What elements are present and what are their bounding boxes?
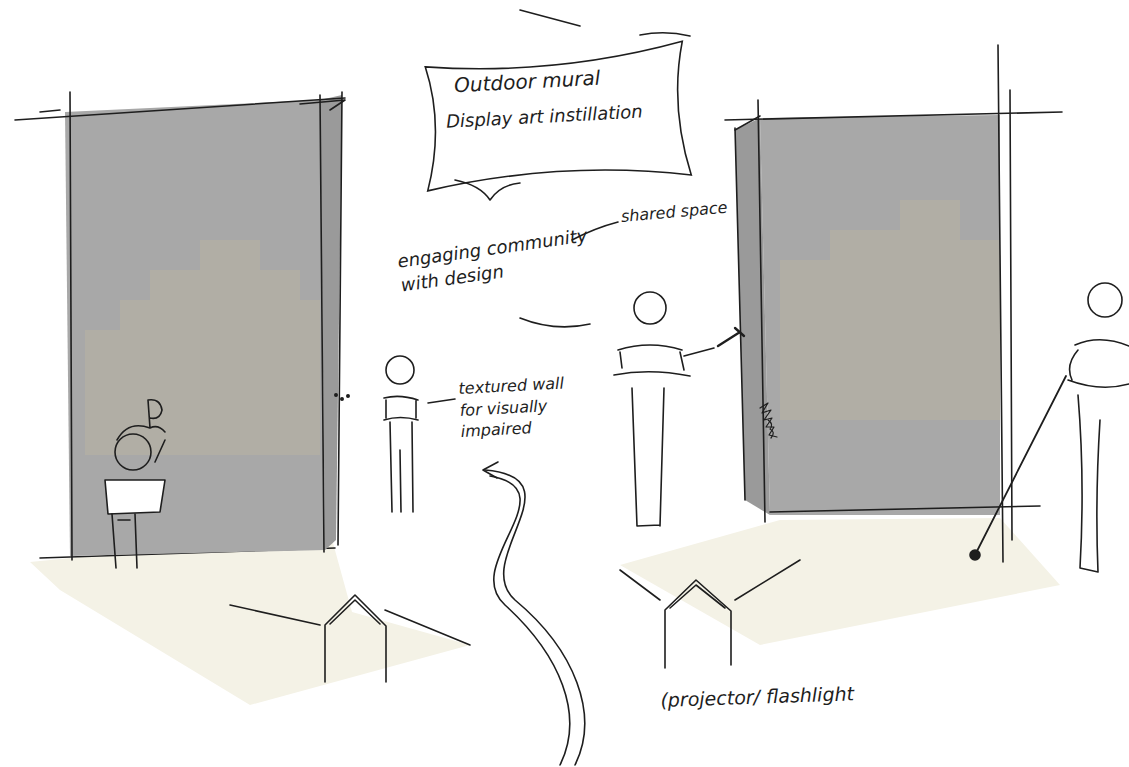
wall-edge: [735, 116, 760, 130]
walking-path: [485, 470, 585, 765]
cane-tip: [970, 550, 980, 560]
ground-line: [620, 570, 660, 600]
wall-edge: [40, 110, 60, 112]
tactile-texture: [760, 403, 777, 437]
person-body: [614, 345, 690, 376]
person-head: [386, 356, 414, 384]
person-body: [1068, 340, 1129, 387]
person-arm: [684, 348, 714, 356]
wall-shade: [780, 200, 1000, 420]
sketch-group: [15, 10, 1129, 765]
person-head: [1088, 283, 1122, 317]
person-legs: [390, 422, 413, 512]
person-cap: [117, 400, 165, 440]
ground-line: [385, 610, 470, 645]
speech-bubble: Outdoor muralDisplay art instillation: [414, 35, 699, 197]
wall-edge: [338, 92, 342, 545]
light-cone: [30, 532, 470, 705]
wall-edge: [725, 112, 1062, 120]
wall-edge: [300, 100, 345, 110]
light-cone: [620, 518, 1060, 645]
wall-face: [65, 100, 325, 556]
flashlight: [718, 328, 744, 346]
tactile-texture: [768, 420, 773, 438]
person-legs: [112, 514, 137, 568]
projector-symbol: [325, 595, 386, 682]
annotation-note: (projector/ flashlight: [660, 680, 901, 714]
person-arm: [155, 440, 165, 462]
wall-face: [760, 115, 1000, 515]
leader-line: [428, 399, 455, 403]
ground-line: [735, 560, 800, 600]
wall-edge: [735, 128, 745, 500]
texture-dot: [341, 398, 343, 400]
person-body: [384, 396, 418, 420]
person-head: [634, 292, 666, 324]
arrow-head: [483, 462, 498, 478]
scribble: [640, 33, 690, 36]
wall-shade: [85, 240, 320, 455]
ground-line: [230, 605, 320, 625]
annotation-note: engaging community with design: [396, 223, 596, 298]
wall-edge: [15, 98, 345, 120]
annotation-note: textured wall for visually impaired: [458, 371, 593, 443]
person-head: [115, 434, 151, 470]
scribble: [520, 10, 580, 26]
wall-side: [735, 118, 770, 515]
texture-dot: [347, 395, 349, 397]
texture-dot: [335, 394, 337, 396]
person-legs: [1078, 395, 1100, 572]
bubble-heading: Outdoor mural: [454, 60, 665, 100]
bubble-outline: [421, 41, 692, 191]
projector-symbol: [665, 580, 731, 668]
wall-edge: [320, 95, 324, 552]
person-legs: [632, 388, 664, 526]
wall-edge: [70, 92, 72, 560]
annotation-note: shared space: [620, 195, 751, 228]
walking-path: [490, 476, 570, 765]
person-body: [105, 480, 165, 514]
projector-symbol: [330, 600, 380, 624]
wall-edge: [998, 45, 1003, 562]
bubble-body: Display art instillation: [445, 97, 666, 135]
leader-line: [520, 318, 590, 327]
wall-edge: [758, 100, 765, 522]
projector-symbol: [670, 585, 725, 608]
wall-edge: [1010, 90, 1012, 540]
bubble-texts: Outdoor muralDisplay art instillation: [414, 35, 699, 197]
white-cane: [975, 376, 1066, 555]
